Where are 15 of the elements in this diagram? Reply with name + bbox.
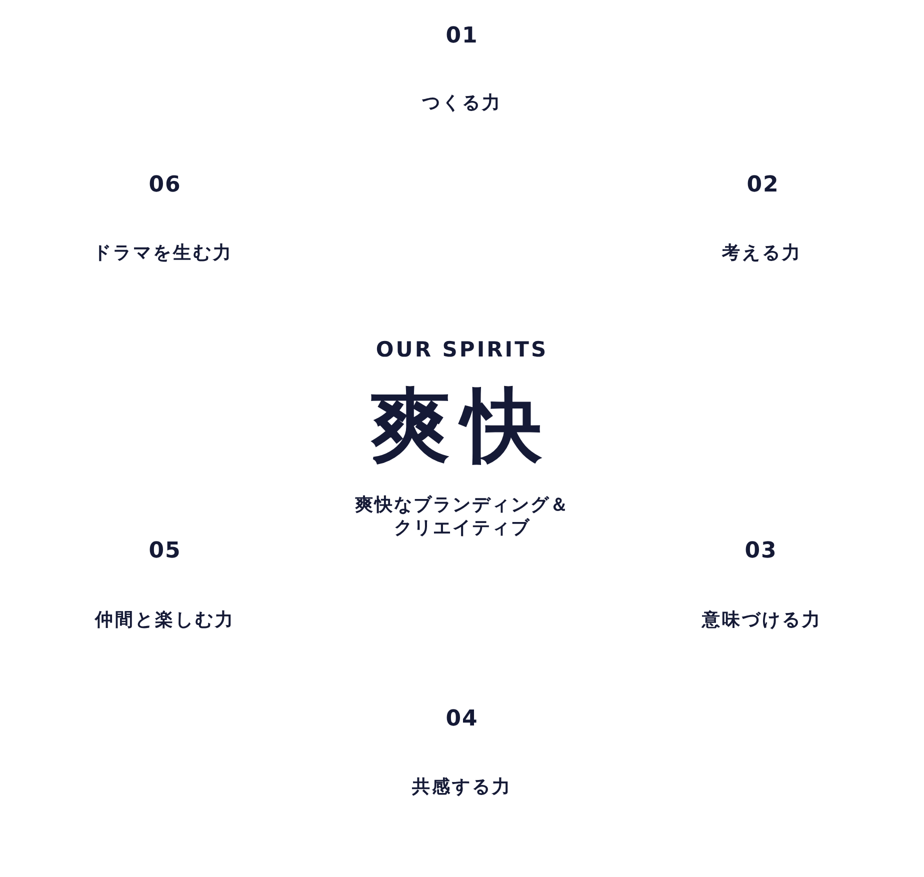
ability-title: 意味づける力 [702,608,822,632]
ability-title: 共感する力 [412,775,512,799]
ability-title: 仲間と楽しむ力 [95,608,235,632]
number-label: 02 [746,172,780,200]
ability-title: つくる力 [422,91,502,115]
number-label: 05 [148,538,182,566]
main-heading: 爽快 [370,384,554,468]
number-label: 01 [446,22,478,51]
ability-title: 考える力 [722,241,802,265]
ability-title: ドラマを生む力 [93,241,233,265]
number-label: 03 [744,538,778,566]
number-label: 04 [446,706,478,734]
number-label: 06 [148,172,182,200]
eyebrow-text: OUR SPIRITS [376,336,548,364]
subtitle: 爽快なブランディング＆クリエイティブ [354,494,570,540]
